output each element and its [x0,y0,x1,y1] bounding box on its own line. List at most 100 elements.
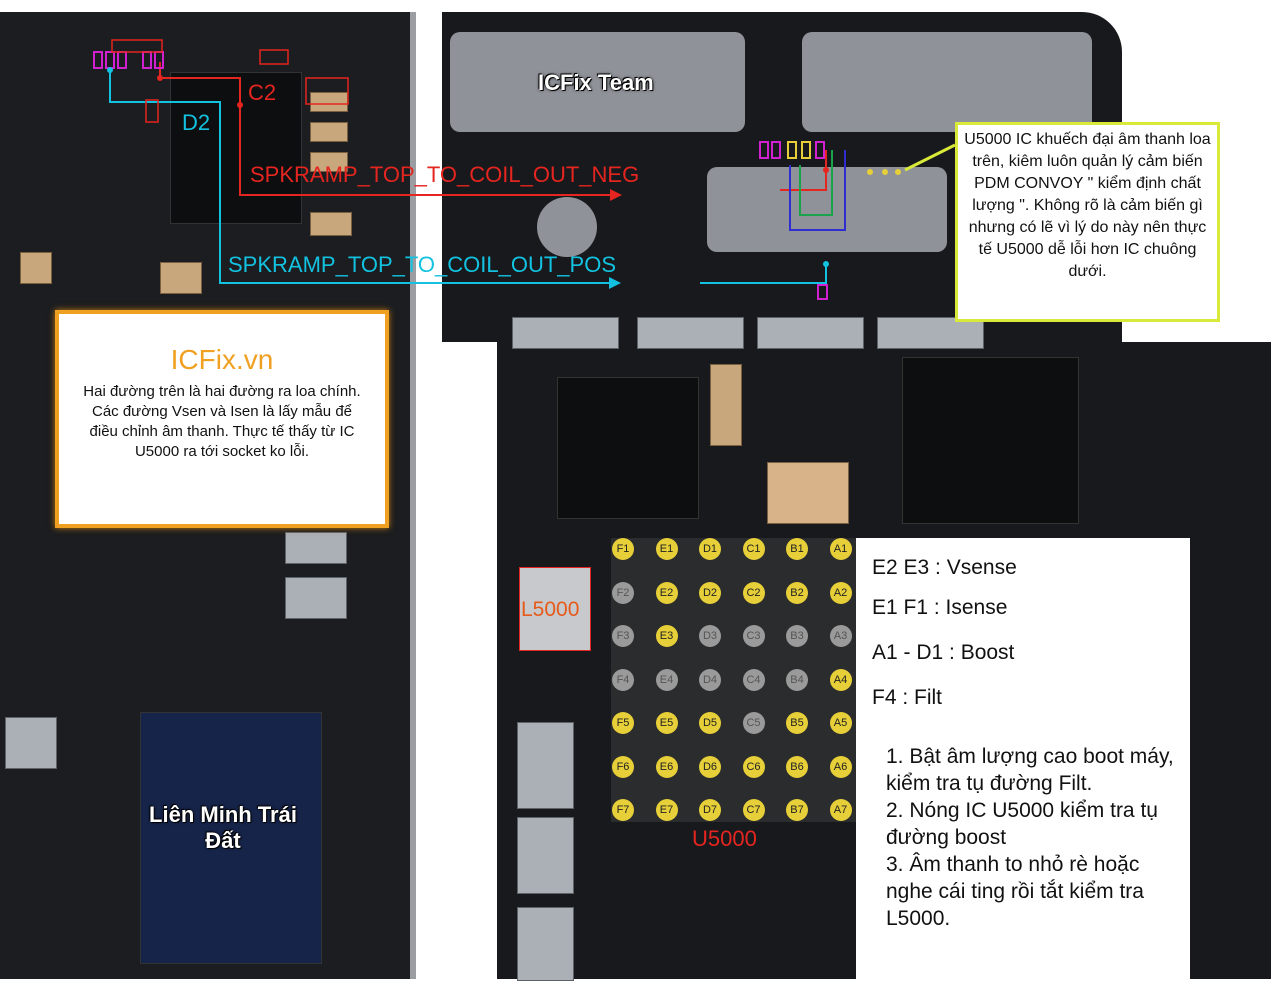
pin-d4: D4 [699,668,721,691]
chip-watermark: Liên Minh Trái Đất [149,802,297,853]
pin-f1: F1 [612,538,634,560]
pin-d1: D1 [699,538,721,560]
pin-a1: A1 [829,538,852,560]
pin-d2: D2 [699,581,721,604]
pin-b3: B3 [786,625,808,647]
connector-top-left [450,32,745,132]
pad [512,317,619,349]
pin-f4: F4 [612,668,634,691]
pin-a2: A2 [829,581,852,604]
capacitor [160,262,202,294]
pin-c3: C3 [742,625,765,647]
pad [517,817,574,894]
ic-package [902,357,1079,524]
u5000-note-box: U5000 IC khuếch đại âm thanh loa trên, k… [955,122,1220,322]
pos-signal-label: SPKRAMP_TOP_TO_COIL_OUT_POS [228,252,616,277]
isense-trace [799,150,833,216]
legend-filt: F4 : Filt [872,686,943,709]
pin-a6: A6 [829,755,852,778]
pin-e3: E3 [655,625,678,647]
capacitor [20,252,52,284]
pin-b5: B5 [786,712,808,734]
pin-e2: E2 [655,581,678,604]
neg-signal-label: SPKRAMP_TOP_TO_COIL_OUT_NEG [250,162,640,187]
pos-trace-right [700,262,827,284]
capacitor [310,212,352,236]
u5000-label: U5000 [692,826,757,851]
pin-e1: E1 [655,538,678,560]
capacitor [310,152,348,172]
pad [757,317,864,349]
d2-label: D2 [182,110,211,135]
l5000-label: L5000 [521,598,580,621]
step-3: 3. Âm thanh to nhỏ rè hoặc nghe cái ting… [886,853,1144,930]
pin-c6: C6 [742,755,765,778]
troubleshoot-steps: 1. Bật âm lượng cao boot máy, kiểm tra t… [886,743,1186,932]
capacitor [310,122,348,142]
capacitor [710,364,742,446]
highlighted-pads [93,39,828,300]
pin-c1: C1 [742,538,765,560]
pin-d6: D6 [699,755,721,778]
pin-a5: A5 [829,712,852,734]
pos-trace [109,70,615,284]
pad [5,717,57,769]
pin-f2: F2 [612,581,634,604]
pin-a4: A4 [829,668,852,691]
pin-f6: F6 [612,755,634,778]
pin-a3: A3 [829,625,852,647]
icfix-title: ICFix.vn [170,344,274,375]
pin-e7: E7 [655,799,678,821]
neg-trace [159,62,610,196]
pin-b2: B2 [786,581,808,604]
inductor [767,462,849,524]
pin-d5: D5 [699,712,721,734]
note-pointer [904,143,956,172]
pin-c2: C2 [742,581,765,604]
pad [637,317,744,349]
pin-e6: E6 [655,755,678,778]
step-1: 1. Bật âm lượng cao boot máy, kiểm tra t… [886,745,1174,795]
icfix-body: Hai đường trên là hai đường ra loa chính… [83,383,361,460]
ic-package [170,72,302,224]
pin-e5: E5 [655,712,678,734]
step-2: 2. Nóng IC U5000 kiểm tra tụ đường boost [886,799,1158,849]
legend-isense: E1 F1 : Isense [872,596,1008,619]
pin-b6: B6 [786,755,808,778]
pin-e4: E4 [655,668,678,691]
legend-boost: A1 - D1 : Boost [872,641,1015,664]
pad [517,722,574,809]
pin-b1: B1 [786,538,808,560]
icfix-info-box: ICFix.vn Hai đường trên là hai đường ra … [55,310,389,528]
pin-c7: C7 [742,799,765,821]
neg-arrow-head [610,189,622,201]
screw-standoff [537,197,597,257]
pin-d3: D3 [699,625,721,647]
vsense-trace [789,150,846,231]
c2-label: C2 [248,80,277,105]
pin-c5: C5 [742,712,765,734]
pin-f3: F3 [612,625,634,647]
pin-legend-panel: E2 E3 : Vsense E1 F1 : Isense A1 - D1 : … [856,538,1190,979]
pin-c4: C4 [742,668,765,691]
pin-b4: B4 [786,668,808,691]
pin-a7: A7 [829,799,852,821]
pad [285,532,347,564]
legend-vsense: E2 E3 : Vsense [872,556,1017,579]
pad [285,577,347,619]
connector-top-right [802,32,1092,132]
pin-b7: B7 [786,799,808,821]
pin-f5: F5 [612,712,634,734]
ic-package [557,377,699,519]
team-watermark: ICFix Team [538,70,654,95]
l5000-component [519,567,591,651]
pos-arrow-head [609,277,621,289]
pad [877,317,984,349]
memory-chip [140,712,322,964]
pin-d7: D7 [699,799,721,821]
trace-nodes [107,67,901,267]
pin-f7: F7 [612,799,634,821]
neg-trace-right [780,150,827,191]
